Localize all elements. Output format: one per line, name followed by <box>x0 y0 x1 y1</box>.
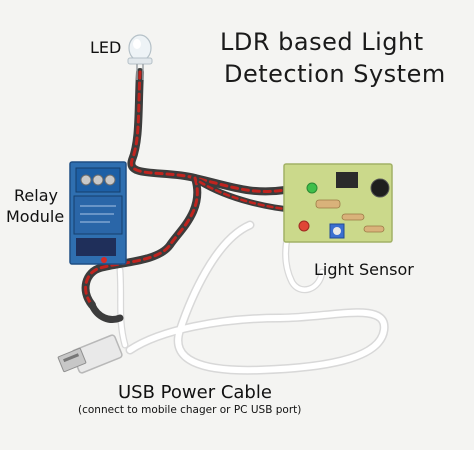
title-line-2: Detection System <box>224 60 446 88</box>
usb-cable-note: (connect to mobile chager or PC USB port… <box>78 404 302 416</box>
title-line-1: LDR based Light <box>220 28 424 56</box>
light-sensor-board <box>283 163 393 243</box>
relay-module <box>69 161 127 265</box>
led-label: LED <box>90 38 122 57</box>
relay-label-line-2: Module <box>6 207 65 226</box>
wire-harness <box>81 68 298 323</box>
led-component <box>127 34 153 80</box>
usb-plug <box>57 334 123 374</box>
relay-label-line-1: Relay <box>14 186 58 205</box>
light-sensor-label: Light Sensor <box>314 260 414 279</box>
usb-cable-label: USB Power Cable <box>118 382 272 403</box>
